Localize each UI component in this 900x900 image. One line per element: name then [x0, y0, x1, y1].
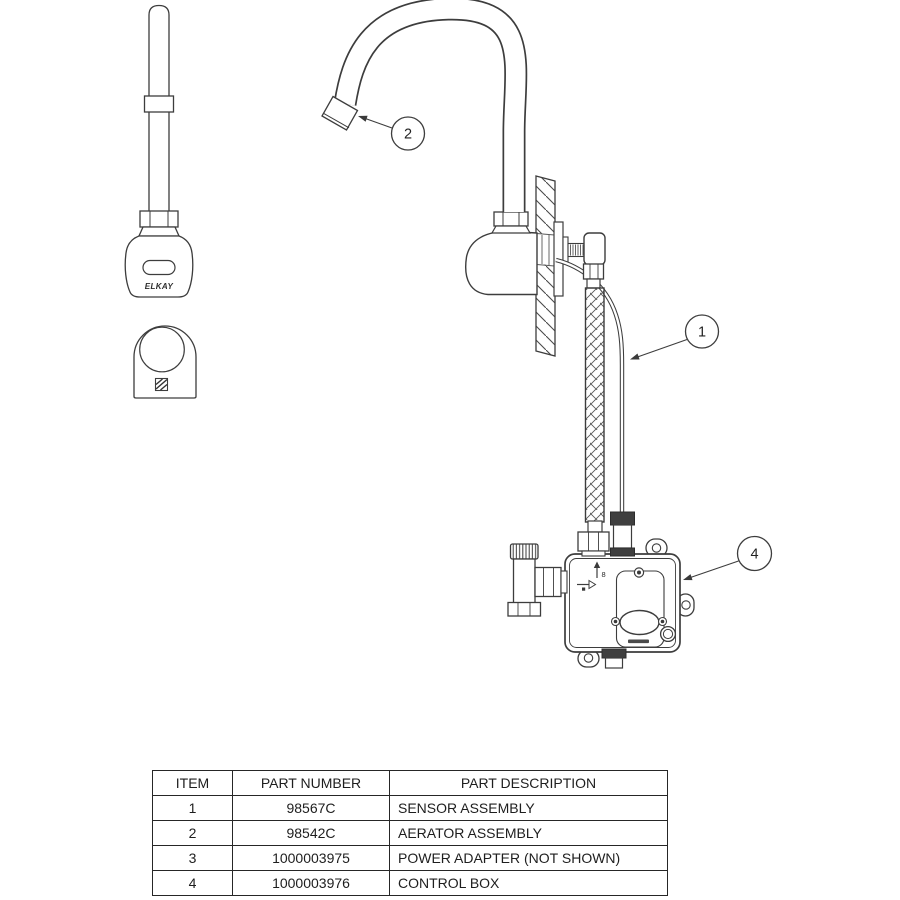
cell-description: AERATOR ASSEMBLY: [389, 820, 668, 846]
valve-hex-fitting: [534, 566, 562, 598]
cell-item: 1: [152, 795, 233, 821]
cell-part-number: 1000003976: [232, 870, 390, 896]
elbow-fitting: [583, 232, 606, 266]
callout-1-cable: 1: [630, 314, 720, 360]
cell-description: CONTROL BOX: [389, 870, 668, 896]
callout-2-aerator: 2: [358, 115, 426, 151]
sensor-housing-bottom-view: [133, 325, 197, 399]
callout-2-number: 2: [404, 127, 412, 143]
header-part-number: PART NUMBER: [232, 770, 390, 796]
mounting-ear-right: [676, 593, 695, 617]
parts-table: ITEM PART NUMBER PART DESCRIPTION 1 9856…: [152, 770, 668, 896]
wall-section: [535, 175, 587, 357]
valve-knurled-cap: [509, 543, 539, 560]
aerator: [321, 95, 359, 131]
table-row: 3 1000003975 POWER ADAPTER (NOT SHOWN): [152, 845, 668, 871]
cell-item: 2: [152, 820, 233, 846]
parts-table-header-row: ITEM PART NUMBER PART DESCRIPTION: [152, 770, 668, 796]
spout-base-nut: [493, 211, 529, 227]
sensor-cable: [555, 257, 625, 514]
cell-description: SENSOR ASSEMBLY: [389, 795, 668, 821]
mode-button: [659, 625, 677, 643]
header-item: ITEM: [152, 770, 233, 796]
cell-item: 3: [152, 845, 233, 871]
braided-hose: [584, 287, 605, 523]
washer: [562, 236, 569, 265]
sensor-assembly-side-view: ELKAY: [124, 4, 194, 298]
panel-label: [628, 639, 649, 644]
hose-ferrule: [586, 278, 601, 289]
bottom-connector: [601, 648, 627, 669]
hose-hex-nut: [577, 531, 610, 552]
flow-direction-icon: 8: [593, 561, 606, 579]
spout-hole: [139, 326, 185, 373]
sensor-mounting-nut: [139, 210, 179, 228]
faucet-body: [465, 230, 538, 296]
cell-part-number: 98567C: [232, 795, 390, 821]
sensor-window: [142, 259, 176, 276]
hose-collar: [581, 550, 606, 557]
wall-hole: [536, 233, 555, 265]
callout-1-number: 1: [698, 325, 706, 341]
header-part-description: PART DESCRIPTION: [389, 770, 668, 796]
supply-hose-assembly: [582, 232, 606, 533]
spout-base-flare: [490, 225, 532, 234]
table-row: 4 1000003976 CONTROL BOX: [152, 870, 668, 896]
cable-gland-body: [612, 524, 633, 549]
assembly-diagram: ELKAY: [124, 0, 773, 669]
control-box: 8: [564, 538, 695, 669]
hose-end-ferrule: [587, 520, 603, 533]
access-panel: [615, 570, 665, 648]
callout-4-number: 4: [750, 547, 758, 563]
table-row: 2 98542C AERATOR ASSEMBLY: [152, 820, 668, 846]
table-row: 1 98567C SENSOR ASSEMBLY: [152, 795, 668, 821]
box-marking-text: 8: [602, 570, 606, 579]
box-top-connections: [577, 511, 635, 557]
cable-gland-top: [610, 511, 635, 526]
valve-body: [512, 558, 536, 604]
faucet: [321, 0, 538, 296]
cell-item: 4: [152, 870, 233, 896]
battery-cover-oval: [619, 609, 660, 636]
valve-bottom-nut: [507, 601, 542, 617]
cell-description: POWER ADAPTER (NOT SHOWN): [389, 845, 668, 871]
callout-4-control-box: 4: [683, 535, 773, 581]
valve-collar: [560, 570, 568, 594]
inlet-valve: [507, 543, 568, 617]
sensor-neck: [137, 226, 181, 237]
cell-part-number: 98542C: [232, 820, 390, 846]
riser-collar: [143, 95, 175, 113]
cell-part-number: 1000003975: [232, 845, 390, 871]
brand-logo-text: ELKAY: [145, 282, 174, 291]
outlet-arrow-icon: [577, 579, 597, 591]
cable-gland-base: [610, 547, 635, 557]
elbow-hex-nut: [582, 263, 605, 280]
